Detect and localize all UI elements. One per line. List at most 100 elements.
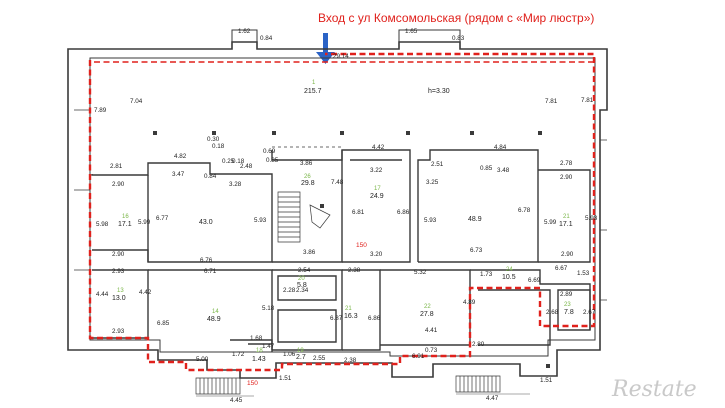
room-number: 14	[212, 309, 219, 315]
dimension-labels: 1.62 0.84 1.65 0.83 29.14 7.89 7.04 7.81…	[94, 28, 598, 404]
room-area: 1.43	[252, 356, 266, 363]
dimension-label: 1.72	[232, 351, 245, 358]
dimension-label: 4.44	[96, 291, 109, 298]
dimension-label: 0.73	[425, 347, 438, 354]
watermark-logo: Restate	[611, 377, 697, 402]
room-area: 16.3	[344, 313, 358, 320]
room-number: 17	[374, 186, 381, 192]
room-number: 20	[298, 276, 305, 282]
rental-boundary	[88, 52, 596, 372]
room-area: 7.8	[564, 309, 574, 316]
dimension-label: 1.47	[262, 343, 275, 350]
dimension-label: 2.81	[110, 163, 123, 170]
dimension-label: 5.32	[414, 269, 427, 276]
room-number: 1	[312, 80, 316, 86]
room-number: 16	[122, 214, 129, 220]
dimension-label: 2.34	[296, 287, 309, 294]
dimension-label: 4.42	[372, 144, 385, 151]
room-area: 29.8	[301, 180, 315, 187]
dimension-label: 0.85	[266, 157, 279, 164]
room-number: 21	[563, 214, 570, 220]
room-area: 13.0	[112, 295, 126, 302]
dimension-label: 2.51	[431, 161, 444, 168]
entrance-caption: Вход с ул Комсомольская (рядом с «Мир лю…	[318, 11, 594, 25]
room-number: 22	[424, 304, 431, 310]
staircase	[195, 191, 501, 395]
dimension-label: 1.53	[577, 270, 590, 277]
dimension-label: 4.84	[494, 144, 507, 151]
dimension-label: 5.93	[254, 217, 267, 224]
dimension-label: 3.28	[229, 181, 242, 188]
dimension-label: 3.86	[300, 160, 313, 167]
dimension-label: 2.48	[240, 163, 253, 170]
dimension-label: 2.38	[344, 357, 357, 364]
dimension-label: 1.06	[283, 351, 296, 358]
room-area: 27.8	[420, 311, 434, 318]
room-area: 43.0	[199, 219, 213, 226]
room-area: 24.9	[370, 193, 384, 200]
dimension-label: 2.54	[298, 267, 311, 274]
dimension-lines	[196, 393, 530, 397]
dimension-label: 6.77	[156, 215, 169, 222]
room-area: 48.9	[468, 216, 482, 223]
dimension-label: 7.48	[331, 179, 344, 186]
dimension-label: 4.45	[230, 397, 243, 404]
room-area: 17.1	[118, 221, 132, 228]
dimension-label: 1.73	[480, 271, 493, 278]
dimension-label: 6.87	[330, 315, 343, 322]
dimension-label: 3.86	[303, 249, 316, 256]
dimension-label: 6.71	[204, 268, 217, 275]
dimension-label: 5.99	[544, 219, 557, 226]
dimension-label: 4.89	[463, 299, 476, 306]
dimension-label: 6.73	[470, 247, 483, 254]
dimension-label: 6.86	[368, 315, 381, 322]
dimension-label: 5.93	[585, 215, 598, 222]
room-number: 23	[564, 302, 571, 308]
dimension-label: 1.65	[405, 28, 418, 35]
room-area: 215.7	[304, 88, 322, 95]
room-area: 48.9	[207, 316, 221, 323]
dimension-label: 6.78	[518, 207, 531, 214]
dimension-label: 1.62	[238, 28, 251, 35]
dimension-label: 29.14	[333, 53, 349, 60]
dimension-label: 0.69	[263, 148, 276, 155]
room-area: 2.7	[296, 354, 306, 361]
dimension-label: 4.42	[139, 289, 152, 296]
dimension-label: 0.18	[212, 143, 225, 150]
ceiling-height: h=3.30	[428, 88, 450, 95]
room-area: 5.8	[297, 282, 307, 289]
dimension-label: 7.04	[130, 98, 143, 105]
dimension-label: 7.81	[545, 98, 558, 105]
dimension-label: 2.90	[561, 251, 574, 258]
dimension-label: 2.90	[112, 251, 125, 258]
dimension-label: 6.91	[412, 353, 425, 360]
dimension-label: 6.76	[200, 257, 213, 264]
dimension-label: 2.67	[583, 309, 596, 316]
dimension-label: 6.67	[555, 265, 568, 272]
room-number: 19	[297, 348, 304, 354]
area-tag: 150	[247, 380, 258, 387]
room-number: 21	[345, 306, 352, 312]
dimension-label: 2.93	[112, 328, 125, 335]
room-number: 26	[304, 174, 311, 180]
room-labels: 1 215.7 h=3.30 26 29.8 17 24.9 48.9 16 1…	[112, 80, 574, 363]
dimension-label: 5.98	[96, 221, 109, 228]
dimension-label: 0.83	[452, 35, 465, 42]
dimension-label: 0.84	[204, 173, 217, 180]
dimension-label: 2.93	[112, 268, 125, 275]
room-area: 10.5	[502, 274, 516, 281]
dimension-label: 2.80	[472, 341, 485, 348]
room-number: 18	[256, 348, 263, 354]
dimension-label: 6.81	[352, 209, 365, 216]
dimension-label: 0.25	[222, 158, 235, 165]
dimension-label: 2.90	[112, 181, 125, 188]
room-area: 17.1	[559, 221, 573, 228]
dimension-label: 4.41	[425, 327, 438, 334]
dimension-label: 2.38	[348, 267, 361, 274]
dimension-label: 2.78	[560, 160, 573, 167]
dimension-label: 4.82	[174, 153, 187, 160]
dimension-label: 1.68	[250, 335, 263, 342]
dimension-label: 3.22	[370, 167, 383, 174]
